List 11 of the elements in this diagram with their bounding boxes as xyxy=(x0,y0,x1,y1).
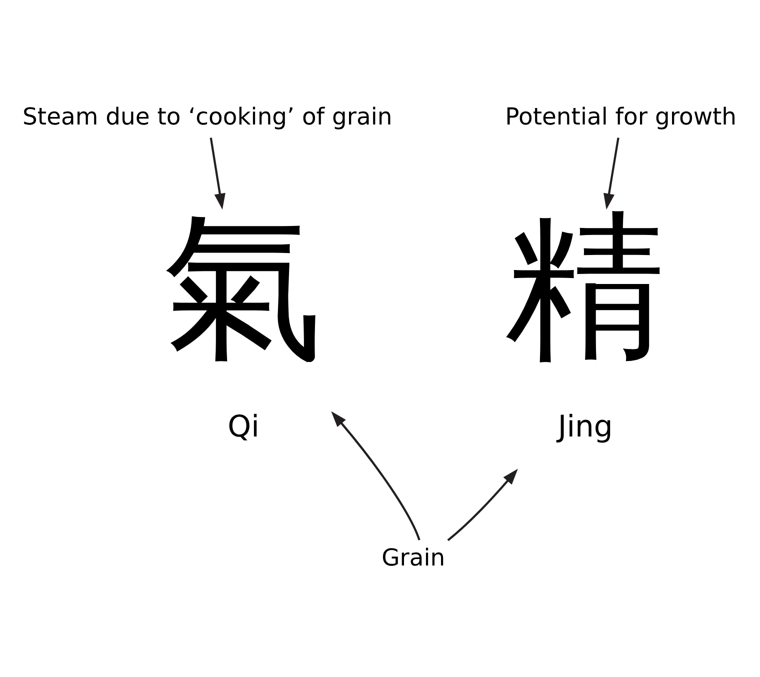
arrow xyxy=(447,468,518,541)
node-label: Jing xyxy=(558,408,613,444)
arrow xyxy=(210,137,226,210)
arrow xyxy=(331,410,420,540)
node-text: 精 xyxy=(505,192,666,379)
node-text: Potential for growth xyxy=(505,102,737,130)
arrow xyxy=(603,137,620,210)
node-text: Grain xyxy=(382,543,446,572)
node-text: 氣 xyxy=(163,192,324,379)
node-text: Steam due to ‘cooking’ of grain xyxy=(22,102,392,130)
node-label: Qi xyxy=(228,408,260,444)
